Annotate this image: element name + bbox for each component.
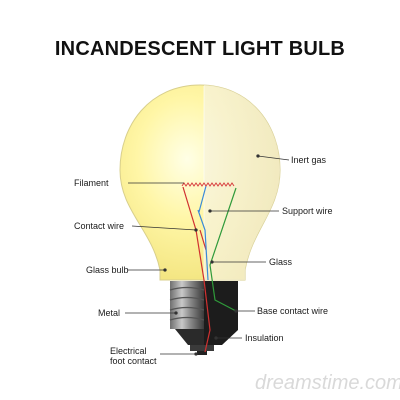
label-filament: Filament: [74, 178, 109, 188]
label-metal: Metal: [98, 308, 121, 318]
support-wire-red: [199, 229, 207, 251]
label-support-wire: Support wire: [282, 206, 333, 216]
label-electrical-foot-contact-line2: foot contact: [110, 356, 157, 366]
label-glass: Glass: [269, 257, 293, 267]
label-base-contact-wire: Base contact wire: [257, 306, 329, 316]
diagram-title: INCANDESCENT LIGHT BULB: [54, 38, 346, 60]
label-inert-gas: Inert gas: [291, 155, 327, 165]
label-insulation: Insulation: [245, 333, 284, 343]
blue-wire-to-filament: [198, 185, 207, 213]
leader-lines: [125, 154, 290, 356]
filament-coil: [181, 182, 235, 187]
wires: [182, 185, 237, 353]
base-contact-wire-green: [209, 187, 237, 312]
label-contact-wire: Contact wire: [74, 221, 125, 231]
contact-wire-red: [182, 186, 211, 353]
label-glass-bulb: Glass bulb: [86, 265, 129, 275]
foot-contact: [190, 345, 214, 355]
metal-screw-base: [169, 281, 205, 329]
label-electrical-foot-contact-line1: Electrical: [110, 346, 147, 356]
support-wire-blue: [197, 209, 209, 281]
watermark-text: dreamstime.com: [255, 372, 400, 394]
base-cutaway: [175, 281, 238, 345]
